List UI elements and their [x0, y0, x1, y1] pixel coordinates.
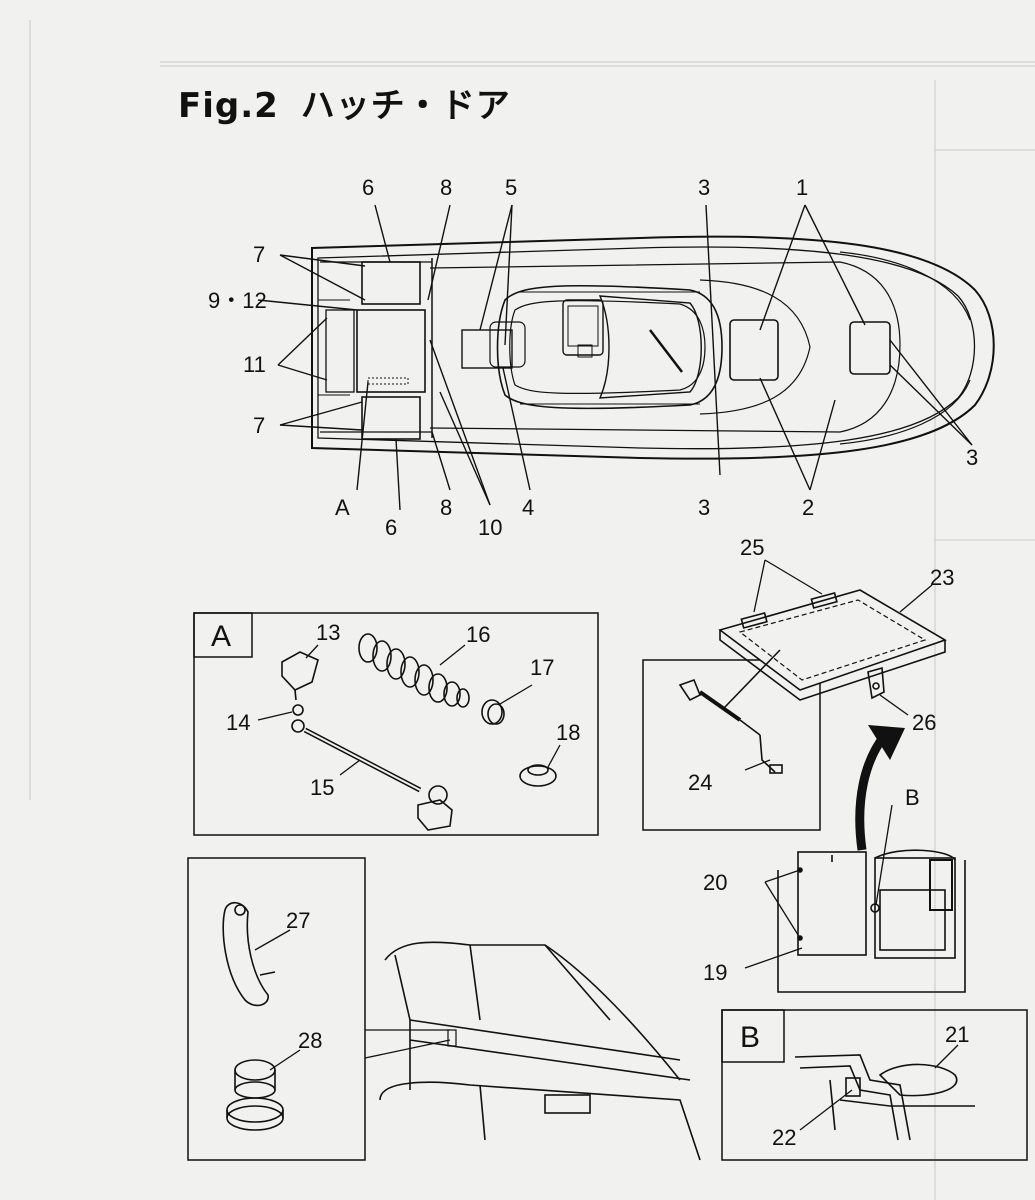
label-5: 5 — [505, 175, 517, 200]
part-16-bellows — [358, 633, 470, 708]
label-17: 17 — [530, 655, 554, 680]
part-13-bracket — [281, 651, 319, 691]
part-23-hatch-lid — [718, 589, 947, 691]
hatch-1 — [849, 321, 891, 375]
label-28: 28 — [298, 1028, 322, 1053]
hatch-2 — [729, 319, 779, 381]
part-21-catch — [878, 1063, 958, 1097]
console-seat — [562, 299, 604, 356]
label-14: 14 — [226, 710, 250, 735]
part-26-latch — [867, 666, 885, 700]
part-25-hinge-a — [740, 612, 768, 629]
label-19: 19 — [703, 960, 727, 985]
figure-title: Fig.2 ハッチ・ドア — [178, 78, 511, 127]
hatch-detail: 25 23 26 24 — [642, 535, 954, 831]
label-15: 15 — [310, 775, 334, 800]
windshield — [598, 295, 702, 399]
figure-caption: ハッチ・ドア — [300, 86, 511, 126]
hull-inner-line — [317, 246, 976, 450]
hatch-9-12 — [356, 309, 426, 393]
label-7-bottom: 7 — [253, 413, 265, 438]
label-4: 4 — [522, 495, 534, 520]
label-2: 2 — [802, 495, 814, 520]
boat-part-labels: 6 8 5 3 1 7 9・12 11 7 A 6 8 10 4 3 2 3 — [208, 175, 978, 540]
label-3-bottom: 3 — [698, 495, 710, 520]
hatch-4 — [489, 321, 526, 368]
label-B: B — [905, 785, 920, 810]
label-24: 24 — [688, 770, 712, 795]
label-1: 1 — [796, 175, 808, 200]
part-17-clamp — [481, 699, 503, 725]
label-21: 21 — [945, 1022, 969, 1047]
part-25-hinge-b — [810, 592, 838, 609]
hatch-6-top — [361, 261, 421, 305]
hull-outline — [311, 235, 995, 460]
part-19-door — [797, 851, 867, 956]
label-25: 25 — [740, 535, 764, 560]
label-3-right: 3 — [966, 445, 978, 470]
detail-b-panel: B 21 22 — [721, 1009, 1028, 1161]
curved-arrow — [855, 732, 889, 851]
label-8-top: 8 — [440, 175, 452, 200]
console-outline — [496, 284, 723, 410]
part-24-latch-rod — [678, 678, 783, 774]
hatch-6-bottom — [361, 396, 421, 440]
detail-b-box-label: B — [740, 1021, 760, 1054]
label-23: 23 — [930, 565, 954, 590]
label-10: 10 — [478, 515, 502, 540]
label-26: 26 — [912, 710, 936, 735]
label-20: 20 — [703, 870, 727, 895]
part-15-gas-strut — [303, 727, 453, 831]
part-28-bushing — [226, 1059, 284, 1131]
label-6-bottom: 6 — [385, 515, 397, 540]
label-18: 18 — [556, 720, 580, 745]
label-13: 13 — [316, 620, 340, 645]
gunwale-line — [429, 261, 901, 433]
door-detail — [777, 849, 966, 993]
label-11: 11 — [243, 352, 266, 377]
label-16: 16 — [466, 622, 490, 647]
part-14-joint — [292, 704, 304, 716]
cabin-detail: 27 28 — [187, 857, 701, 1161]
boat-top-view — [311, 235, 995, 460]
part-22-striker — [845, 1077, 861, 1097]
hatch-5 — [461, 329, 513, 369]
boat-leader-lines — [257, 204, 973, 511]
label-6-top: 6 — [362, 175, 374, 200]
label-3-top: 3 — [698, 175, 710, 200]
label-8-bottom: 8 — [440, 495, 452, 520]
label-A: A — [335, 495, 350, 520]
figure-number: Fig.2 — [178, 86, 279, 126]
part-27-strap — [222, 901, 269, 1007]
detail-a-panel: A — [193, 612, 599, 836]
label-22: 22 — [772, 1125, 796, 1150]
part-18-cap — [519, 765, 557, 787]
label-9-12: 9・12 — [208, 288, 267, 313]
detail-a-box-label: A — [211, 620, 231, 653]
label-27: 27 — [286, 908, 310, 933]
label-7-top: 7 — [253, 242, 265, 267]
